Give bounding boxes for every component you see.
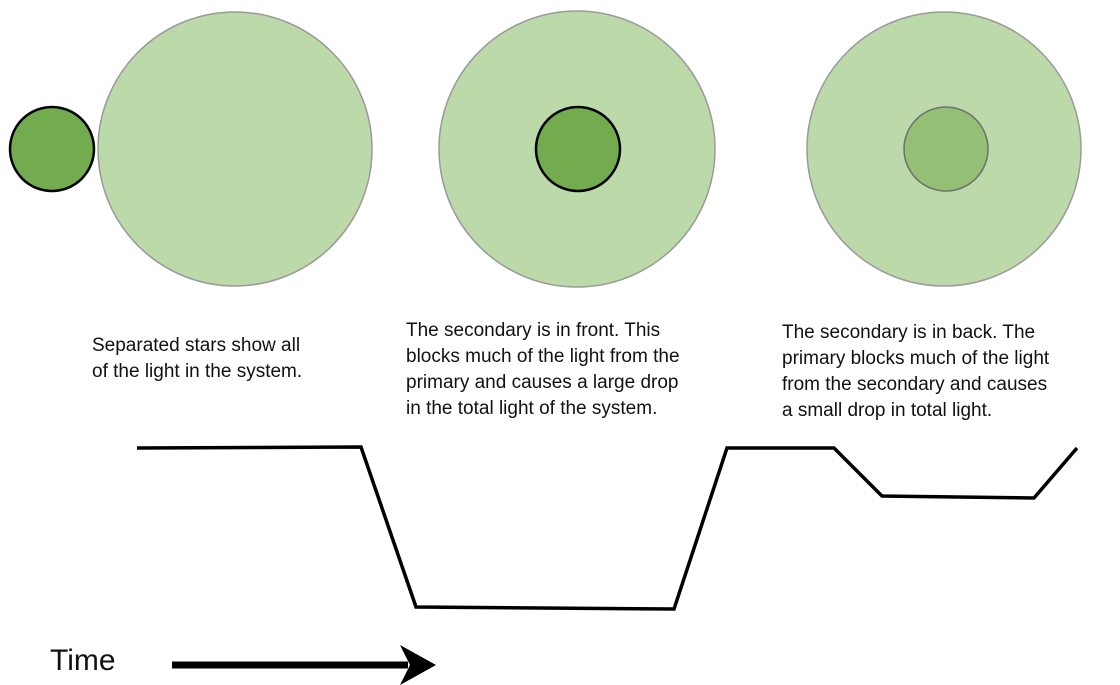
panel-separated-stars bbox=[8, 11, 373, 287]
secondary-star-behind bbox=[903, 106, 989, 192]
caption-line: blocks much of the light from the bbox=[406, 346, 680, 367]
panel-secondary-in-back bbox=[806, 11, 1082, 287]
caption-line: The secondary is in front. This bbox=[406, 320, 661, 341]
secondary-star-in-front bbox=[534, 105, 622, 193]
caption-separated-stars: Separated stars show all of the light in… bbox=[92, 333, 302, 385]
caption-line: from the secondary and causes bbox=[782, 374, 1048, 395]
caption-secondary-in-back: The secondary is in back. The primary bl… bbox=[782, 320, 1049, 424]
primary-star bbox=[97, 11, 373, 287]
caption-line: of the light in the system. bbox=[92, 361, 303, 382]
caption-line: in the total light of the system. bbox=[406, 398, 658, 419]
caption-line: primary blocks much of the light bbox=[782, 348, 1050, 369]
time-arrow bbox=[172, 645, 436, 685]
caption-line: The secondary is in back. The bbox=[782, 322, 1036, 343]
secondary-star bbox=[8, 105, 96, 193]
light-curve bbox=[136, 445, 1079, 611]
panel-secondary-in-front bbox=[438, 10, 716, 288]
caption-line: a small drop in total light. bbox=[782, 400, 993, 421]
time-axis-label: Time bbox=[50, 644, 116, 677]
caption-line: Separated stars show all bbox=[92, 335, 301, 356]
caption-line: primary and causes a large drop bbox=[406, 372, 679, 393]
caption-secondary-in-front: The secondary is in front. This blocks m… bbox=[406, 318, 680, 422]
